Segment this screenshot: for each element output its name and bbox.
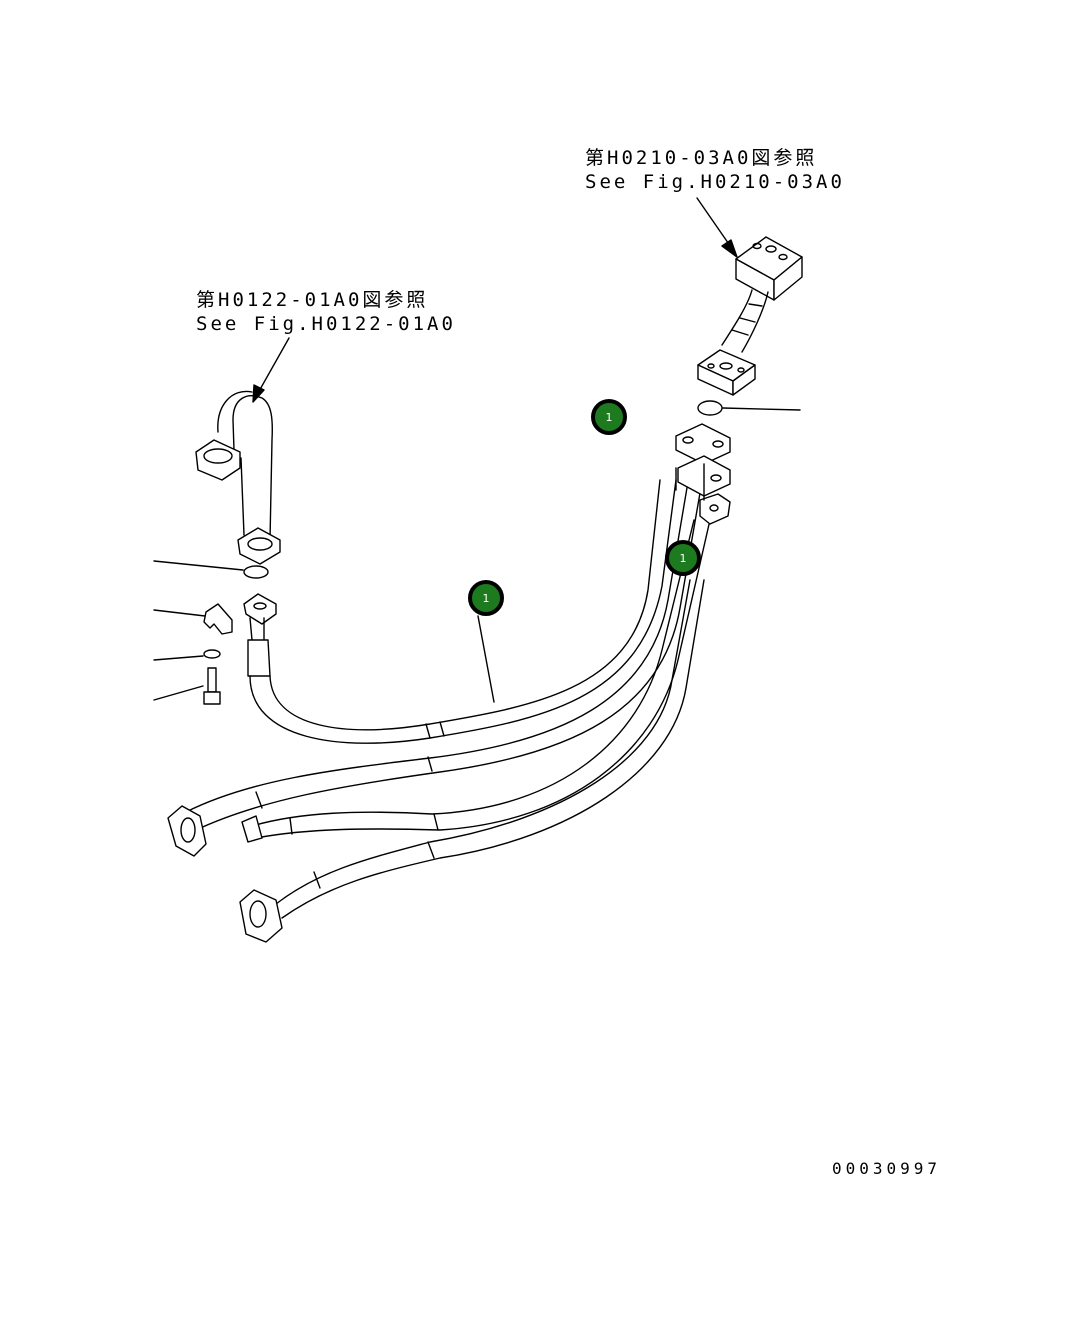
washer-left [153,649,221,661]
o-ring-left [153,560,269,579]
callout-part-1[interactable]: 1 [591,399,627,435]
drawing-number: 00030997 [832,1159,942,1178]
callout-leader-1 [477,615,495,703]
valve-block-top-right [721,236,803,353]
hose-fittings-top-right [675,423,731,525]
reference-left-jp: 第H0122-01A0図参照 [196,289,429,311]
reference-top-right-en: See Fig.H0210-03A0 [585,171,845,193]
reference-left: 第H0122-01A0図参照 See Fig.H0122-01A0 [196,288,456,336]
hose-end-flange-3 [239,889,283,943]
leader-arrow-top-right [696,197,738,258]
callout-part-1[interactable]: 1 [468,580,504,616]
callout-part-1[interactable]: 1 [665,540,701,576]
hose-fitting-left-top [243,593,277,677]
bent-pipe-left [195,390,281,565]
reference-top-right: 第H0210-03A0図参照 See Fig.H0210-03A0 [585,146,845,194]
leader-arrow-left [252,337,290,403]
reference-left-en: See Fig.H0122-01A0 [196,313,456,335]
flange-top-right [697,349,756,396]
o-ring-top-right [697,400,801,416]
reference-top-right-jp: 第H0210-03A0図参照 [585,147,818,169]
hose-end-flange-1 [167,805,207,857]
hose-bundle [185,469,711,919]
hose-end-fitting-2 [241,815,263,843]
bolt-left [153,667,221,705]
clamp-half-left [153,603,233,635]
